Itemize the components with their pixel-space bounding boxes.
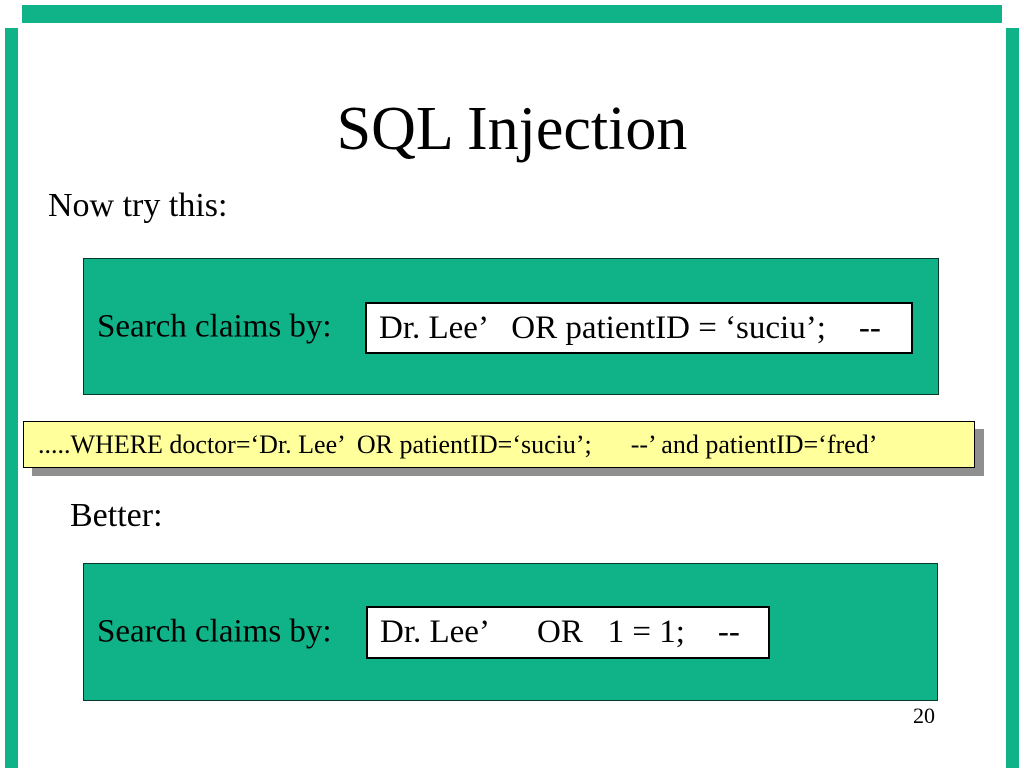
slide-border-top <box>22 5 1002 23</box>
page-number: 20 <box>913 703 935 728</box>
sql-query-result-banner: .....WHERE doctor=‘Dr. Lee’ OR patientID… <box>23 421 975 468</box>
search-claims-label-2: Search claims by: <box>97 613 332 650</box>
claims-search-panel-2: Search claims by: <box>83 563 938 701</box>
slide-border-left <box>5 28 18 768</box>
claims-search-input-2[interactable] <box>366 606 770 659</box>
intro-text: Now try this: <box>48 187 228 224</box>
page-title: SQL Injection <box>336 95 688 163</box>
claims-search-panel-1: Search claims by: <box>83 258 939 395</box>
slide-border-right <box>1006 28 1019 768</box>
search-claims-label-1: Search claims by: <box>97 308 332 344</box>
claims-search-input-1[interactable] <box>365 302 913 354</box>
better-text: Better: <box>70 497 163 534</box>
